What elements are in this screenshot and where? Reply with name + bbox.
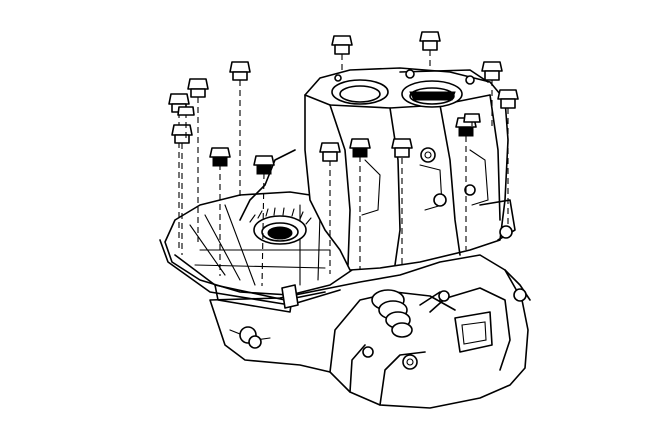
bolts [168, 31, 519, 287]
bolt [229, 61, 251, 200]
bolt [171, 124, 193, 255]
bolt [177, 106, 195, 140]
cable [239, 149, 296, 221]
bolt [419, 31, 441, 70]
bolt [187, 78, 209, 242]
bolt [209, 147, 231, 276]
bolt [331, 35, 353, 72]
transmission-case [304, 67, 516, 271]
bolt [253, 155, 275, 287]
bolt [319, 142, 341, 274]
bolt [481, 61, 503, 130]
bolt [391, 138, 413, 268]
bolt [463, 113, 481, 135]
shift-shaft-boot [371, 289, 450, 338]
drain-plug [239, 326, 262, 349]
bolt [497, 89, 519, 225]
bolt [349, 138, 371, 270]
